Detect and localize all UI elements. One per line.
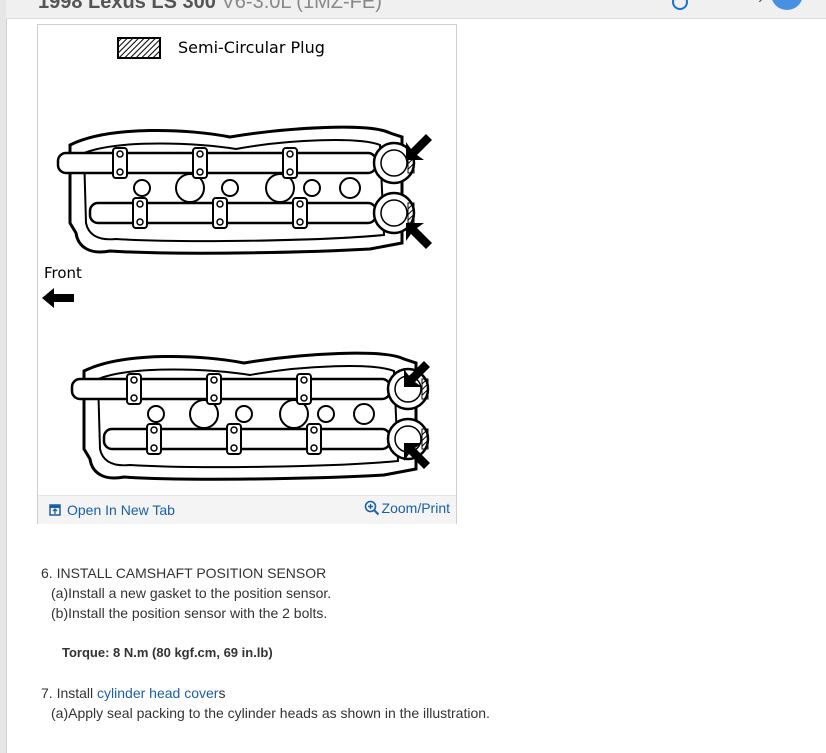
- new-tab-icon: [49, 504, 61, 516]
- left-scroll-strip: [0, 0, 7, 753]
- front-arrow-icon: [42, 288, 74, 308]
- page-title-bold: 1998 Lexus LS 300: [38, 0, 216, 13]
- legend: Semi-Circular Plug: [117, 37, 325, 59]
- page-title-engine: V6-3.0L (1MZ-FE): [215, 0, 382, 13]
- page-title: 1998 Lexus LS 300 V6-3.0L (1MZ-FE): [38, 0, 382, 14]
- step-7-suffix: s: [218, 685, 226, 701]
- upper-cylinder-head: [58, 127, 414, 253]
- arrow-upper-2: [406, 223, 432, 249]
- procedure-text: 6. INSTALL CAMSHAFT POSITION SENSOR (a)I…: [41, 563, 801, 723]
- lower-cylinder-head: [72, 353, 428, 479]
- step-7-a: (a)Apply seal packing to the cylinder he…: [51, 705, 490, 721]
- step-7-prefix: 7. Install: [41, 685, 98, 701]
- arrow-upper-1: [406, 134, 432, 160]
- front-label: Front: [44, 264, 82, 282]
- illustration-card: Semi-Circular Plug Front Open In New Tab…: [37, 24, 457, 524]
- zoom-in-icon: [364, 500, 380, 516]
- camshaft-illustration: Semi-Circular Plug Front: [42, 37, 432, 495]
- step-6-a: (a)Install a new gasket to the position …: [51, 585, 332, 601]
- torque-spec: Torque: 8 N.m (80 kgf.cm, 69 in.lb): [62, 645, 273, 660]
- illustration-toolbar: Open In New Tab Zoom/Print: [38, 495, 456, 524]
- zoom-print-link[interactable]: Zoom/Print: [364, 500, 450, 516]
- legend-label: Semi-Circular Plug: [178, 38, 325, 57]
- zoom-print-label: Zoom/Print: [381, 500, 450, 516]
- chevron-right-icon[interactable]: ›: [758, 0, 763, 8]
- search-icon[interactable]: [672, 0, 688, 10]
- step-6-title: 6. INSTALL CAMSHAFT POSITION SENSOR: [41, 565, 327, 581]
- cylinder-head-cover-link[interactable]: cylinder head cover: [97, 685, 219, 701]
- hatch-swatch-icon: [117, 37, 161, 59]
- step-6-b: (b)Install the position sensor with the …: [51, 605, 328, 621]
- open-in-new-tab-label: Open In New Tab: [67, 502, 175, 518]
- user-avatar-button[interactable]: [771, 0, 803, 10]
- page-header-bar: 1998 Lexus LS 300 V6-3.0L (1MZ-FE) ›: [6, 0, 826, 19]
- step-7-title: 7. Install cylinder head covers: [41, 683, 801, 703]
- open-in-new-tab-link[interactable]: Open In New Tab: [49, 502, 175, 518]
